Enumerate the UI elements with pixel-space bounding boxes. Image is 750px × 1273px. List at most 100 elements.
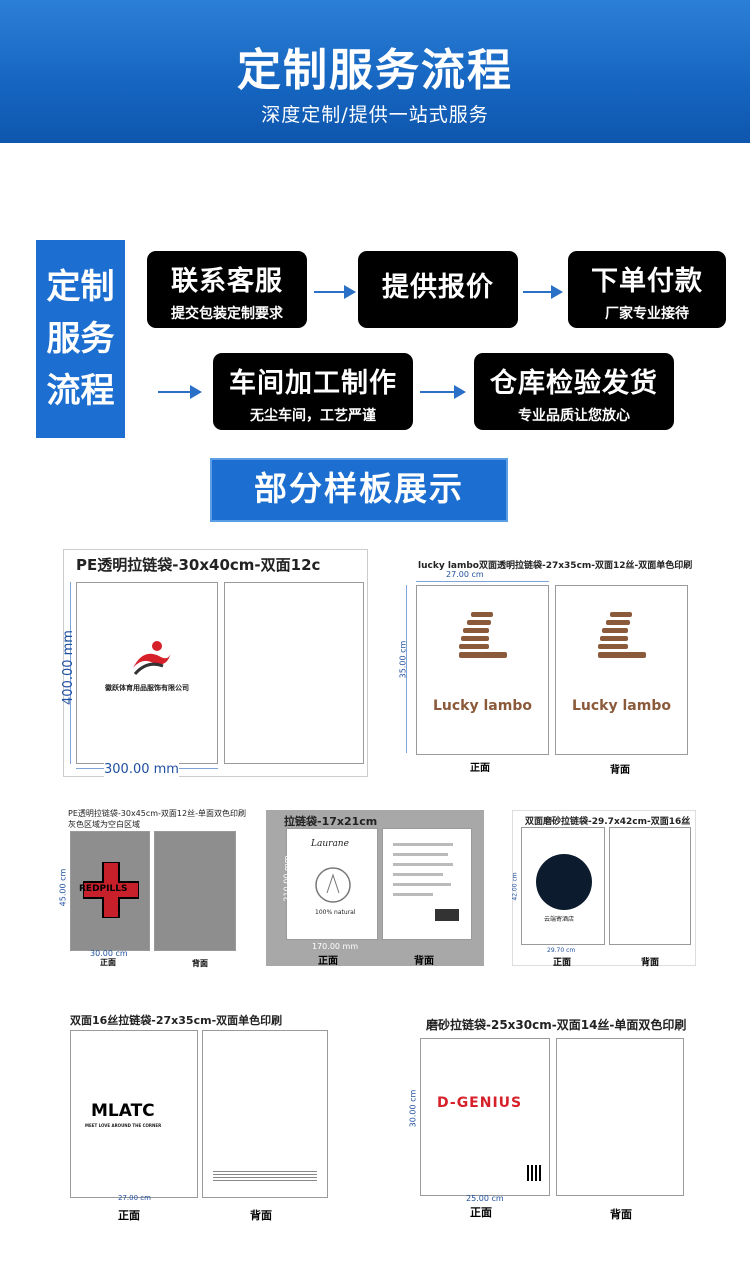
text-lines-icon xyxy=(393,843,459,921)
step-title: 联系客服 xyxy=(171,266,283,297)
logo-l-icon xyxy=(459,612,507,658)
bag-back xyxy=(154,831,236,951)
sample-card-4: 拉链袋-17x21cm Laurane 100% natural 210.00 … xyxy=(266,810,484,967)
sample-card-2: lucky lambo双面透明拉链袋-27x35cm-双面12丝-双面单色印刷 … xyxy=(398,555,698,776)
step-quote: 提供报价 xyxy=(358,251,518,328)
banner-subtitle: 深度定制/提供一站式服务 xyxy=(261,104,489,126)
front-label: 正面 xyxy=(118,1209,140,1222)
back-label: 背面 xyxy=(641,958,660,968)
step-payment: 下单付款 厂家专业接待 xyxy=(568,251,726,328)
height-dim: 42.00 cm xyxy=(511,872,519,901)
sample-card-7: 磨砂拉链袋-25x30cm-双面14丝-单面双色印刷 D-GENIUS 30.0… xyxy=(404,1012,694,1222)
back-label: 背面 xyxy=(250,1209,272,1222)
samples-title: 部分样板展示 xyxy=(210,458,508,522)
card-title: lucky lambo双面透明拉链袋-27x35cm-双面12丝-双面单色印刷 xyxy=(418,561,693,571)
arrow-right-icon xyxy=(314,285,356,299)
width-dim: 25.00 cm xyxy=(466,1194,504,1203)
logo-l-icon xyxy=(598,612,646,658)
process-label-line-2: 服务 xyxy=(46,319,115,359)
front-label: 正面 xyxy=(470,763,490,774)
sample-card-5: 双面磨砂拉链袋-29.7x42cm-双面16丝 云端寄酒店 42.00 cm 2… xyxy=(511,810,696,968)
card-title: 双面磨砂拉链袋-29.7x42cm-双面16丝 xyxy=(525,817,691,827)
back-label: 背面 xyxy=(414,956,434,967)
step-subtitle: 厂家专业接待 xyxy=(605,306,689,322)
step-workshop: 车间加工制作 无尘车间，工艺严谨 xyxy=(213,353,413,430)
bag-back xyxy=(556,1038,684,1196)
logo-swoosh-icon xyxy=(133,641,171,676)
logo-sub: 100% natural xyxy=(315,909,356,916)
logo-text: D-GENIUS xyxy=(437,1095,523,1111)
bag-back xyxy=(382,828,472,940)
sample-card-1: PE透明拉链袋-30x40cm-双面12c 徽跃体育用品服饰有限公司 400.0… xyxy=(60,549,368,777)
bag-back xyxy=(609,827,691,945)
step-subtitle: 提交包装定制要求 xyxy=(171,306,283,322)
step-shipping: 仓库检验发货 专业品质让您放心 xyxy=(474,353,674,430)
logo-text: 云端寄酒店 xyxy=(544,916,575,923)
width-dim: 170.00 mm xyxy=(312,942,359,951)
front-label: 正面 xyxy=(470,1206,492,1219)
bag-front: REDPILLS xyxy=(70,831,150,951)
front-label: 正面 xyxy=(553,958,572,968)
step-title: 下单付款 xyxy=(591,266,703,297)
logo-text: Laurane xyxy=(311,839,349,849)
height-dim: 210.00 mm xyxy=(282,855,292,902)
bag-back: Lucky lambo xyxy=(555,585,688,755)
card-note: 灰色区域为空白区域 xyxy=(68,820,140,829)
bag-front: 云端寄酒店 xyxy=(521,827,605,945)
card-title: 磨砂拉链袋-25x30cm-双面14丝-单面双色印刷 xyxy=(426,1018,687,1032)
front-label: 正面 xyxy=(100,958,116,967)
width-dim: 27.00 cm xyxy=(446,570,484,579)
card-title: PE透明拉链袋-30x45cm-双面12丝-单面双色印刷 xyxy=(68,809,247,818)
bag-back xyxy=(224,582,364,764)
back-label: 背面 xyxy=(610,1208,632,1221)
height-dim: 30.00 cm xyxy=(408,1089,418,1128)
bag-front: Laurane 100% natural xyxy=(286,828,378,940)
height-dim: 35.00 cm xyxy=(398,640,408,679)
back-label: 背面 xyxy=(192,959,208,968)
banner-title: 定制服务流程 xyxy=(237,45,513,96)
width-dim-line xyxy=(416,581,549,582)
fine-print-icon xyxy=(213,1171,317,1183)
logo-sub: MEET LOVE AROUND THE CORNER xyxy=(85,1123,162,1128)
height-dim-line xyxy=(70,582,71,764)
width-dim: 27.00 cm xyxy=(118,1194,151,1202)
process-label-line-3: 流程 xyxy=(46,371,115,411)
step-title: 提供报价 xyxy=(382,272,494,303)
step-subtitle: 无尘车间，工艺严谨 xyxy=(250,408,376,424)
arrow-right-icon xyxy=(158,385,202,399)
bag-front: Lucky lambo xyxy=(416,585,549,755)
height-dim: 400.00 mm xyxy=(60,630,76,705)
header-banner: 定制服务流程 深度定制/提供一站式服务 xyxy=(0,0,750,143)
process-label: 定制 服务 流程 xyxy=(36,240,125,438)
arrow-right-icon xyxy=(420,385,466,399)
qr-code-icon xyxy=(527,1165,543,1181)
card-title: PE透明拉链袋-30x40cm-双面12c xyxy=(76,556,321,574)
step-subtitle: 专业品质让您放心 xyxy=(518,408,630,424)
step-title: 车间加工制作 xyxy=(229,368,397,399)
sample-card-3: PE透明拉链袋-30x45cm-双面12丝-单面双色印刷 灰色区域为空白区域 R… xyxy=(58,805,247,969)
step-title: 仓库检验发货 xyxy=(490,368,658,399)
logo-text: 徽跃体育用品服饰有限公司 xyxy=(105,684,189,692)
arrow-right-icon xyxy=(523,285,563,299)
logo-text: REDPILLS xyxy=(79,884,128,894)
bag-front: D-GENIUS xyxy=(420,1038,550,1196)
card-title: 双面16丝拉链袋-27x35cm-双面单色印刷 xyxy=(70,1014,283,1027)
bag-front: MLATC MEET LOVE AROUND THE CORNER xyxy=(70,1030,198,1198)
logo-text: MLATC xyxy=(91,1101,155,1121)
logo-text: Lucky lambo xyxy=(433,698,532,714)
height-dim-line xyxy=(406,585,407,753)
height-dim: 45.00 cm xyxy=(58,868,68,907)
front-label: 正面 xyxy=(318,956,338,967)
bag-front: 徽跃体育用品服饰有限公司 xyxy=(76,582,218,764)
back-label: 背面 xyxy=(610,765,630,776)
logo-wreath-icon xyxy=(315,867,351,903)
logo-cross-icon xyxy=(83,862,139,918)
card-title: 拉链袋-17x21cm xyxy=(284,815,378,828)
width-dim: 29.70 cm xyxy=(547,947,576,954)
process-label-line-1: 定制 xyxy=(46,267,115,307)
sample-card-6: 双面16丝拉链袋-27x35cm-双面单色印刷 MLATC MEET LOVE … xyxy=(62,1010,332,1222)
bag-back xyxy=(202,1030,328,1198)
width-dim: 30.00 cm xyxy=(90,949,128,958)
width-dim: 300.00 mm xyxy=(104,762,179,777)
